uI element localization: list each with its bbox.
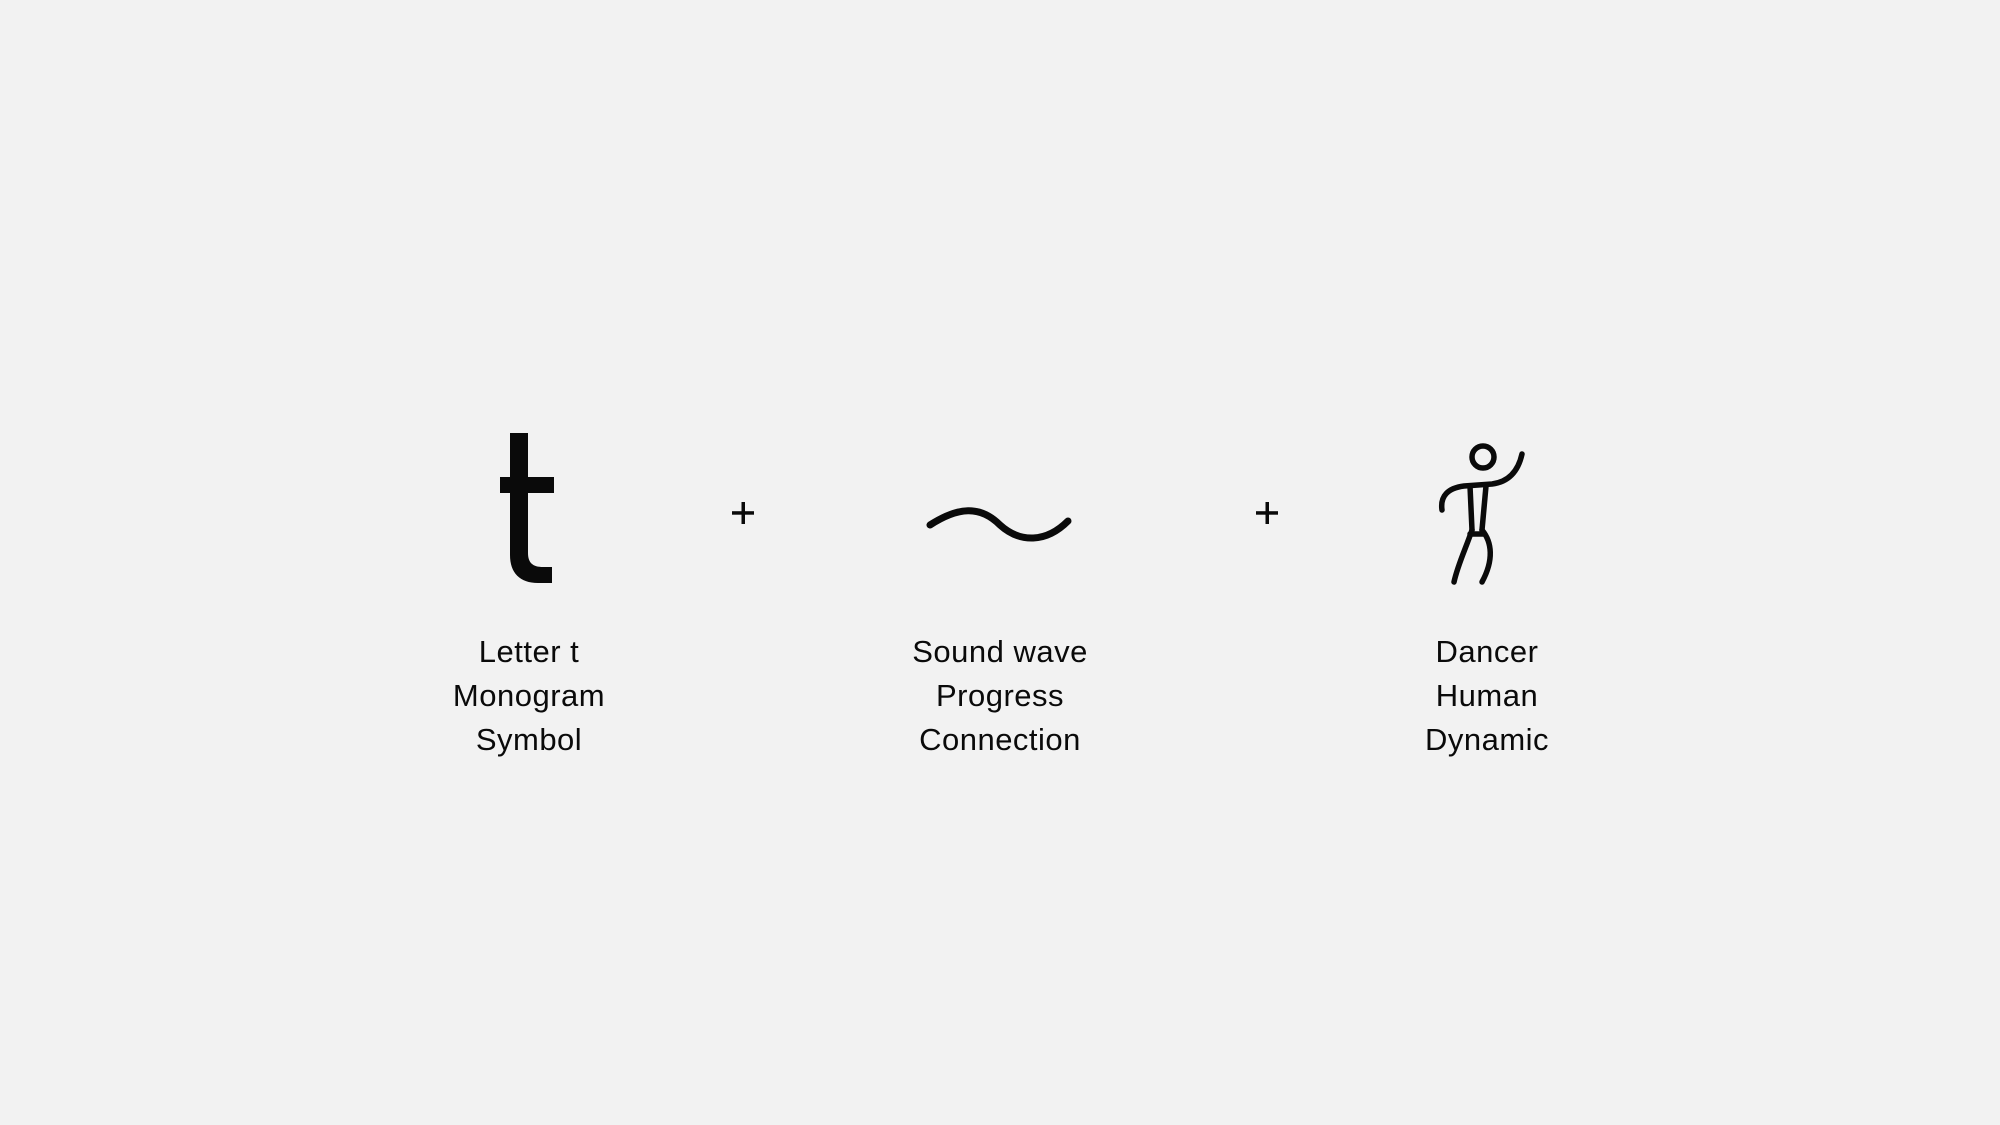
caption-letter-t: Letter t Monogram Symbol <box>379 630 679 762</box>
caption-line: Dancer <box>1435 634 1539 669</box>
caption-line: Monogram <box>452 678 606 713</box>
caption-line: Letter t <box>478 634 580 669</box>
caption-line: Dynamic <box>1424 722 1550 757</box>
sound-wave-icon <box>926 507 1072 542</box>
caption-dancer: Dancer Human Dynamic <box>1337 630 1637 762</box>
caption-line: Human <box>1435 678 1539 713</box>
caption-line: Connection <box>919 722 1081 757</box>
plus-icon <box>1256 502 1278 524</box>
letter-t-icon <box>500 433 554 583</box>
caption-sound-wave: Sound wave Progress Connection <box>850 630 1150 762</box>
plus-icon <box>732 502 754 524</box>
caption-line: Symbol <box>475 722 583 757</box>
dancer-icon <box>1438 443 1525 585</box>
caption-line: Sound wave <box>912 634 1088 669</box>
caption-line: Progress <box>935 678 1065 713</box>
